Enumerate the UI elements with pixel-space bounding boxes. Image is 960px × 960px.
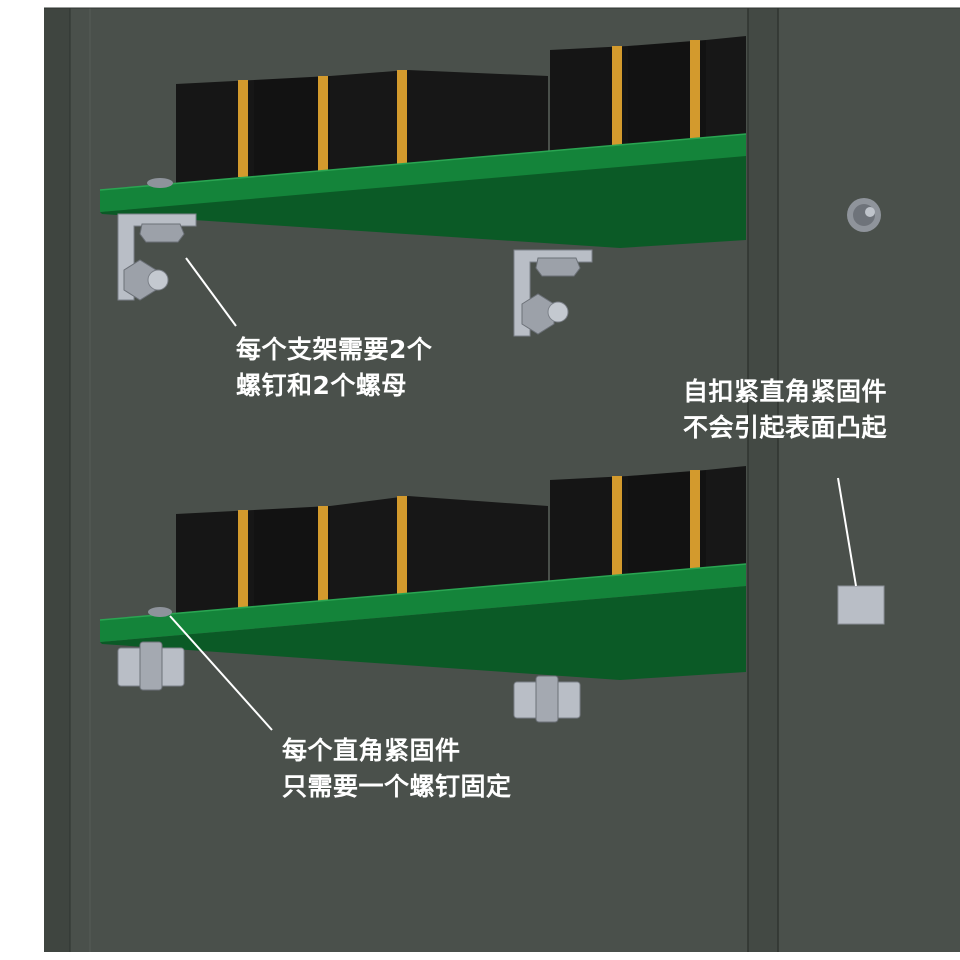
self-clinching-fastener — [837, 585, 885, 625]
lower-pcb-board — [100, 564, 746, 642]
leader-line-panel-fastener — [837, 477, 857, 587]
upper-left-bracket — [117, 178, 197, 301]
callout-self-clinching-fastener: 自扣紧直角紧固件 不会引起表面凸起 — [683, 374, 887, 446]
lower-module-row — [176, 466, 746, 616]
leader-line-brackets — [185, 257, 237, 327]
upper-shelf — [99, 36, 747, 337]
upper-pcb-board — [100, 134, 746, 212]
callout-right-angle-fastener: 每个直角紧固件 只需要一个螺钉固定 — [282, 733, 512, 805]
callout-text-line: 螺钉和2个螺母 — [236, 371, 407, 400]
module-stripe — [690, 470, 700, 570]
upper-pcb-underside — [100, 152, 746, 248]
upper-module-row — [176, 36, 746, 183]
module-stripe — [318, 76, 328, 174]
callout-text-line: 每个支架需要2个 — [236, 335, 433, 364]
upper-right-bracket — [513, 249, 593, 337]
lower-right-fastener — [513, 675, 581, 723]
callout-text-line: 自扣紧直角紧固件 — [683, 377, 888, 406]
module-stripe — [318, 506, 328, 604]
callout-bracket-hardware: 每个支架需要2个 螺钉和2个螺母 — [236, 332, 432, 404]
module-stripe — [238, 80, 248, 177]
module-stripe — [397, 70, 407, 170]
cabinet-side-wall — [748, 8, 778, 952]
cabinet-left-rail — [44, 8, 70, 952]
leader-line-right-angle — [169, 615, 273, 731]
module-stripe — [612, 476, 622, 576]
callout-text-line: 不会引起表面凸起 — [683, 413, 888, 442]
callout-text-line: 只需要一个螺钉固定 — [282, 772, 512, 801]
lower-pcb-underside — [100, 586, 746, 680]
lower-shelf — [99, 466, 747, 723]
module-stripe — [397, 496, 407, 598]
module-stripe — [238, 510, 248, 608]
module-stripe — [690, 40, 700, 140]
panel-screw — [847, 198, 881, 232]
lower-left-fastener — [117, 607, 185, 691]
module-stripe — [612, 46, 622, 146]
callout-text-line: 每个直角紧固件 — [282, 736, 461, 765]
